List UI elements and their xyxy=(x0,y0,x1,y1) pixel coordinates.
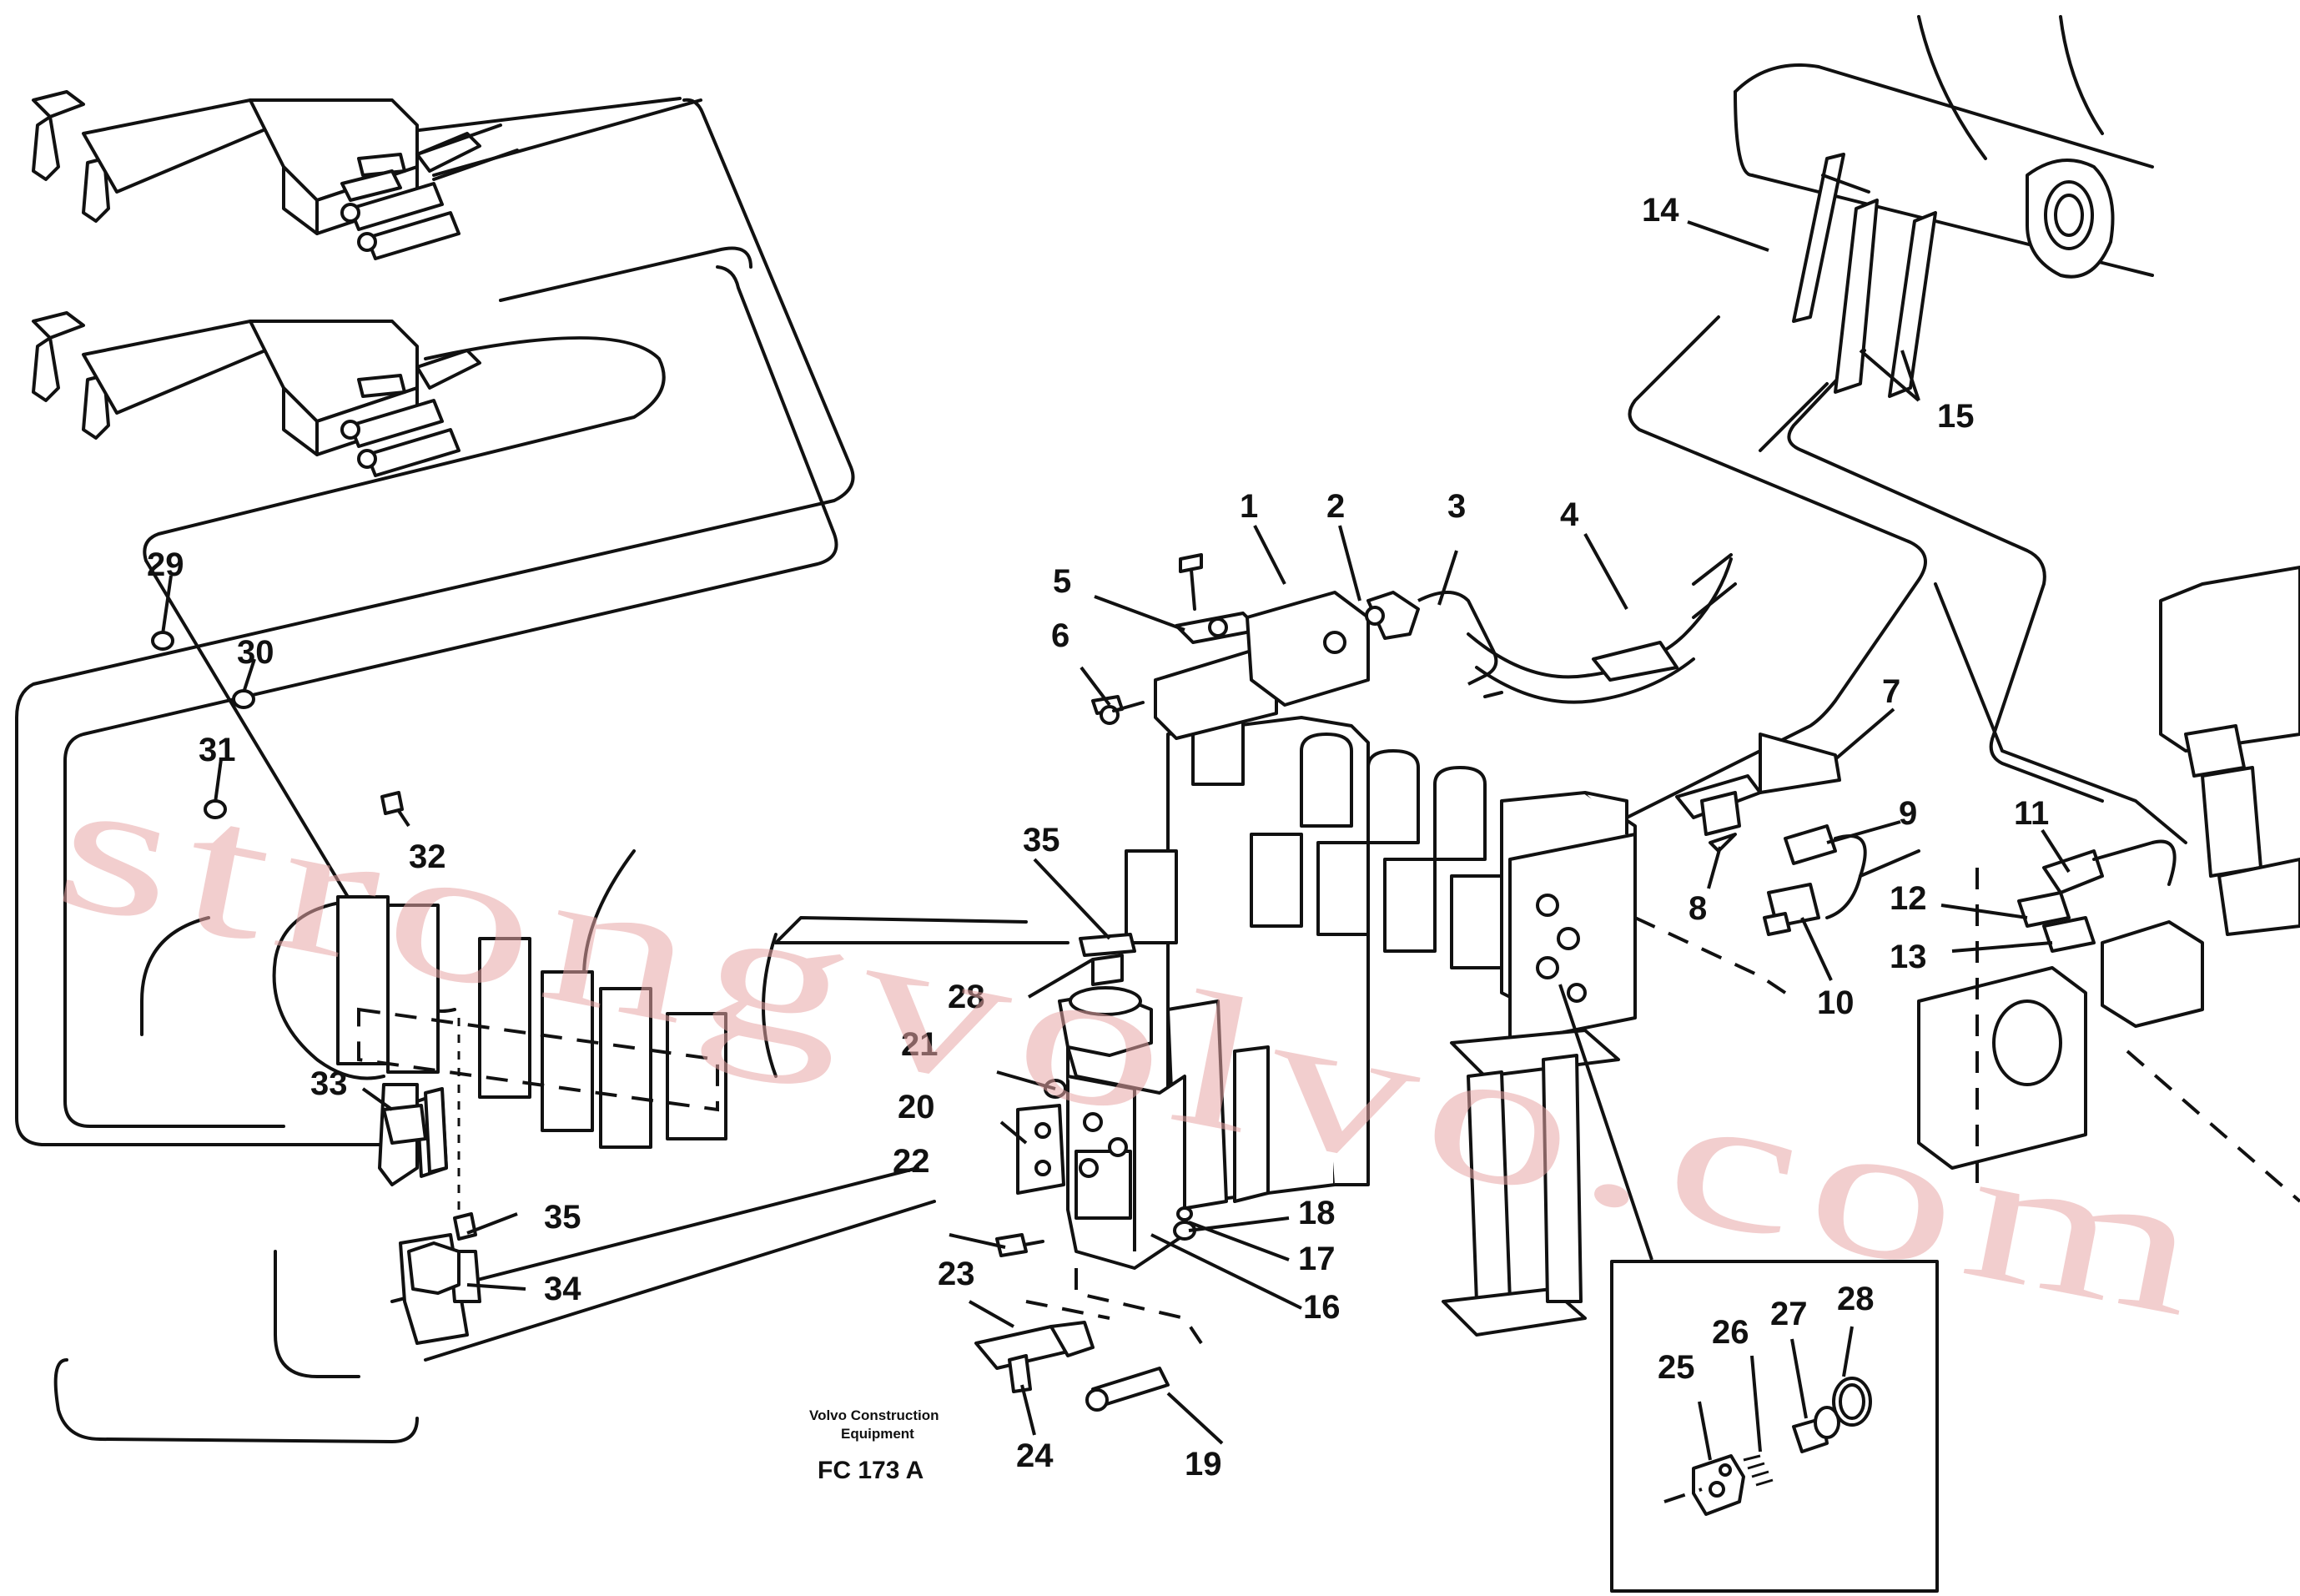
callout-8: 8 xyxy=(1689,890,1707,927)
detail-inset-box xyxy=(1610,1260,1939,1593)
callout-35-left: 35 xyxy=(544,1199,581,1236)
callout-9: 9 xyxy=(1899,795,1917,832)
callout-6: 6 xyxy=(1051,617,1069,654)
callout-24: 24 xyxy=(1016,1437,1054,1474)
main-control-valve xyxy=(1125,699,1787,1337)
callout-15: 15 xyxy=(1937,398,1975,435)
callout-32: 32 xyxy=(409,838,446,875)
callout-7: 7 xyxy=(1882,673,1900,710)
callout-16: 16 xyxy=(1303,1289,1341,1326)
callout-35-center: 35 xyxy=(1023,822,1060,858)
callout-5: 5 xyxy=(1053,563,1071,600)
callout-11: 11 xyxy=(2014,795,2049,832)
callout-1: 1 xyxy=(1240,488,1258,525)
pilot-block-bracket xyxy=(1091,553,1737,740)
callout-21: 21 xyxy=(901,1026,939,1063)
callout-29: 29 xyxy=(147,546,184,583)
callout-18: 18 xyxy=(1298,1195,1336,1231)
figure-caption: Volvo Construction Equipment FC 173 A xyxy=(809,1407,939,1484)
caption-figure-code: FC 173 A xyxy=(818,1457,924,1484)
callout-12: 12 xyxy=(1890,880,1927,917)
callout-28-main: 28 xyxy=(948,979,985,1015)
caption-maker-line2: Equipment xyxy=(841,1426,914,1442)
callout-17: 17 xyxy=(1298,1241,1336,1277)
callout-14: 14 xyxy=(1642,192,1679,229)
callout-13: 13 xyxy=(1890,939,1927,975)
caption-maker-line1: Volvo Construction xyxy=(809,1407,939,1423)
callout-26: 26 xyxy=(1712,1314,1749,1351)
callout-2: 2 xyxy=(1326,488,1345,525)
callout-23: 23 xyxy=(938,1256,975,1292)
solenoid-valve-assembly xyxy=(974,933,1203,1412)
callout-25: 25 xyxy=(1658,1349,1695,1386)
callout-31: 31 xyxy=(199,732,236,768)
foot-pedal-assembly-lower xyxy=(32,311,481,477)
callout-19: 19 xyxy=(1185,1446,1222,1483)
hose-routing xyxy=(15,97,2187,1443)
callout-28: 28 xyxy=(1837,1281,1875,1317)
callout-33: 33 xyxy=(310,1065,348,1102)
callout-4: 4 xyxy=(1560,496,1579,533)
callout-30: 30 xyxy=(237,634,274,671)
callout-22: 22 xyxy=(893,1143,930,1180)
foot-pedal-assembly-upper xyxy=(32,90,519,260)
callout-3: 3 xyxy=(1447,488,1466,525)
callout-labels: 1 2 3 4 5 6 7 8 9 10 11 12 13 14 15 16 1… xyxy=(147,192,2049,1483)
callout-20: 20 xyxy=(898,1089,935,1125)
right-side-fittings xyxy=(1675,566,2300,1203)
callout-10: 10 xyxy=(1817,984,1855,1021)
callout-27: 27 xyxy=(1770,1296,1808,1332)
left-fittings xyxy=(382,1087,477,1295)
callout-34: 34 xyxy=(544,1271,581,1307)
callout-leaders xyxy=(151,220,2071,1461)
boom-pipes xyxy=(1734,15,2154,398)
